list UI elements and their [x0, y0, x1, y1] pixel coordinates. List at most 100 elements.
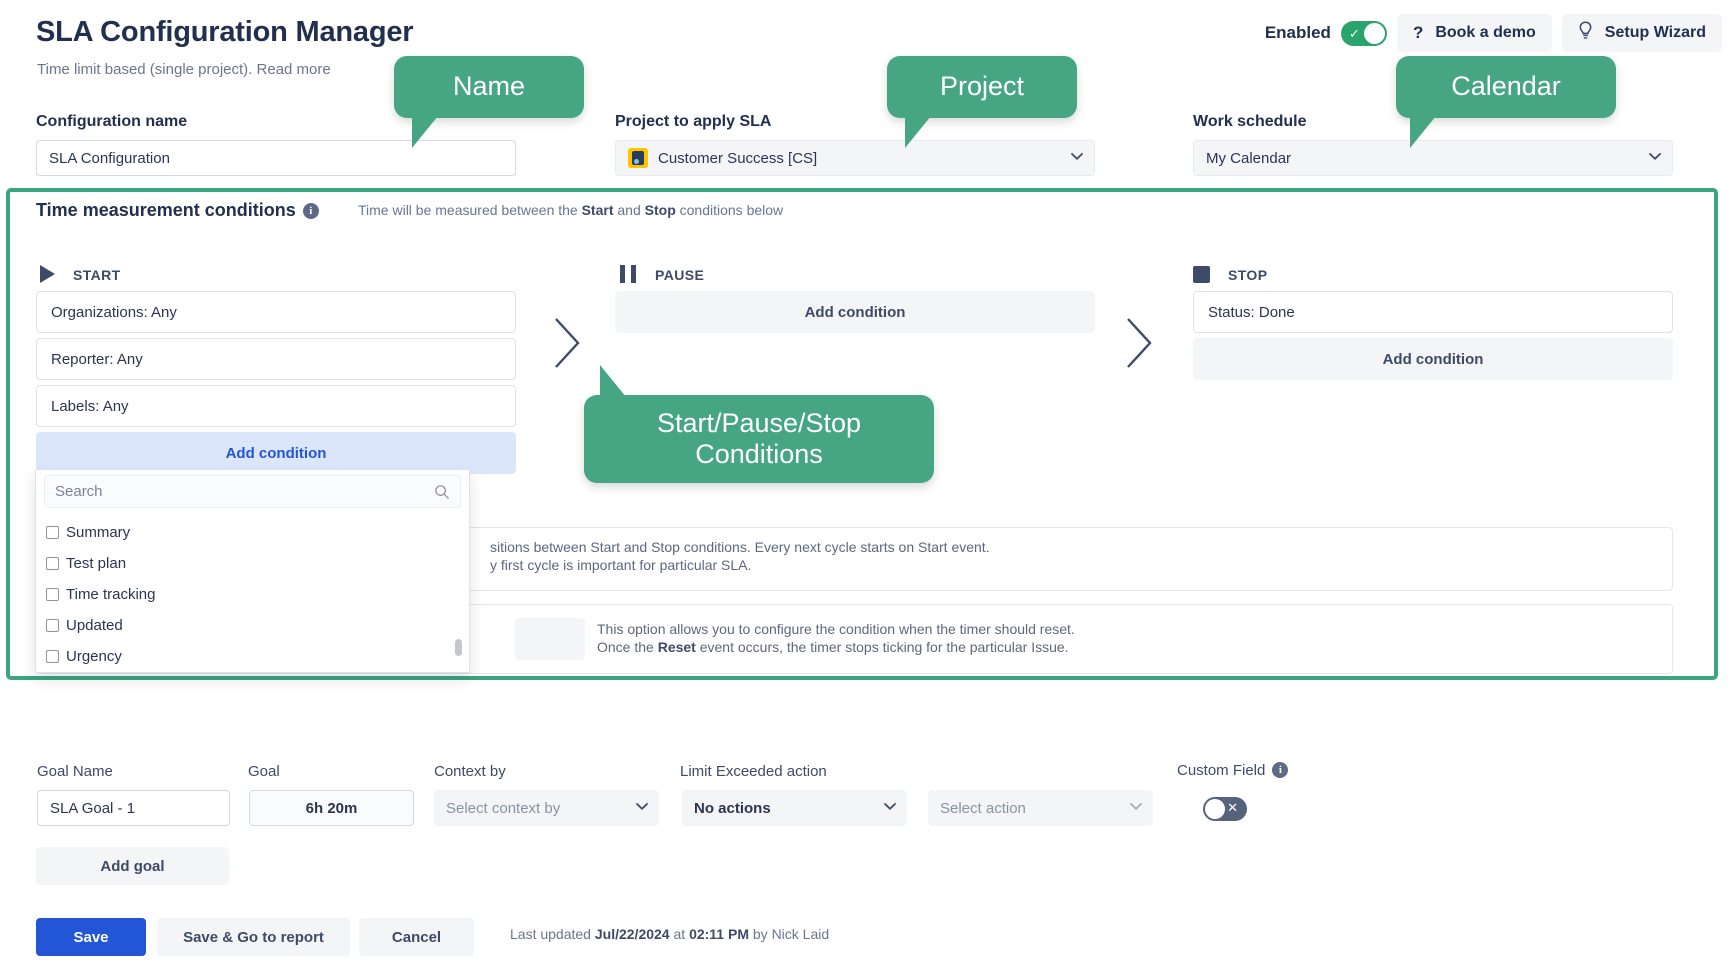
stop-condition-label: Status: Done — [1208, 303, 1295, 321]
last-updated-date: Jul/22/2024 — [594, 926, 670, 942]
work-schedule-label: Work schedule — [1193, 113, 1307, 130]
last-updated-by: by Nick Laid — [749, 926, 830, 942]
start-condition-label: Reporter: Any — [51, 350, 143, 368]
save-button[interactable]: Save — [36, 918, 146, 956]
pause-add-condition-button[interactable]: Add condition — [615, 291, 1095, 333]
configuration-name-input[interactable]: SLA Configuration — [36, 140, 516, 176]
chevron-down-icon — [1130, 803, 1142, 814]
info-icon[interactable]: i — [302, 203, 319, 219]
checkbox-icon[interactable] — [46, 588, 59, 601]
condition-search-placeholder: Search — [55, 483, 103, 500]
project-avatar-icon — [628, 148, 648, 168]
last-updated-prefix: Last updated — [510, 926, 595, 942]
dropdown-option[interactable]: Test plan — [36, 548, 469, 579]
stop-add-condition-button[interactable]: Add condition — [1193, 338, 1673, 380]
callout-tail — [905, 116, 931, 148]
start-condition-label: Labels: Any — [51, 397, 129, 415]
callout-conditions-line-2: Conditions — [695, 439, 823, 469]
hint-start: Start — [581, 202, 614, 218]
page-subtitle-text[interactable]: Time limit based (single project). Read … — [37, 61, 331, 78]
action-value: Select action — [940, 799, 1026, 817]
checkbox-icon[interactable] — [46, 650, 59, 663]
start-condition-label: Organizations: Any — [51, 303, 177, 321]
close-icon: ✕ — [1227, 800, 1238, 815]
info-icon[interactable]: i — [1272, 762, 1289, 778]
cancel-button[interactable]: Cancel — [359, 918, 474, 956]
dropdown-scrollbar[interactable] — [455, 639, 462, 656]
condition-dropdown: Search Summary Test plan Time tracking U… — [35, 470, 470, 673]
limit-exceeded-select[interactable]: No actions — [682, 790, 907, 826]
callout-project-label: Project — [939, 71, 1025, 102]
stop-condition-row[interactable]: Status: Done — [1193, 291, 1673, 333]
chevron-down-icon — [884, 803, 896, 814]
limit-exceeded-column-label: Limit Exceeded action — [680, 763, 827, 780]
checkbox-icon[interactable] — [46, 557, 59, 570]
chevron-right-separator-icon — [1122, 315, 1156, 371]
dropdown-option[interactable]: Time tracking — [36, 579, 469, 610]
dropdown-option-label: Summary — [66, 524, 131, 541]
pause-icon — [620, 265, 637, 283]
add-goal-button[interactable]: Add goal — [36, 847, 229, 885]
dropdown-option[interactable]: Workaround — [36, 672, 469, 673]
time-measurement-hint: Time will be measured between the Start … — [358, 202, 783, 218]
lightbulb-icon — [1578, 21, 1593, 45]
project-label: Project to apply SLA — [615, 113, 772, 130]
callout-calendar-label: Calendar — [1451, 71, 1561, 102]
start-condition-row[interactable]: Organizations: Any — [36, 291, 516, 333]
last-updated-mid: at — [669, 926, 690, 942]
question-mark-icon: ? — [1412, 23, 1424, 42]
project-select[interactable]: Customer Success [CS] — [615, 140, 1095, 176]
header-actions: Enabled ✓ ? Book a demo Setup Wizard — [1265, 14, 1722, 52]
setup-wizard-button[interactable]: Setup Wizard — [1561, 14, 1722, 52]
dropdown-option-label: Updated — [66, 617, 123, 634]
dropdown-option[interactable]: Urgency — [36, 641, 469, 672]
search-icon — [434, 484, 450, 504]
callout-calendar: Calendar — [1396, 56, 1616, 148]
book-a-demo-button[interactable]: ? Book a demo — [1396, 14, 1552, 52]
chevron-down-icon — [1071, 153, 1083, 164]
hint-stop: Stop — [644, 202, 676, 218]
reset-info-line-2-b: event occurs, the timer stops ticking fo… — [695, 638, 1069, 655]
callout-conditions: Start/Pause/Stop Conditions — [584, 365, 934, 483]
goal-name-input[interactable]: SLA Goal - 1 — [37, 790, 230, 826]
time-measurement-title-text: Time measurement conditions — [36, 200, 296, 220]
dropdown-option-label: Time tracking — [66, 586, 156, 603]
action-select[interactable]: Select action — [928, 790, 1153, 826]
enabled-toggle[interactable]: ✓ — [1340, 20, 1387, 46]
checkbox-icon[interactable] — [46, 619, 59, 632]
reset-info-line-1: This option allows you to configure the … — [597, 621, 1075, 637]
condition-search-input[interactable]: Search — [44, 475, 461, 508]
callout-name: Name — [394, 56, 584, 148]
hint-part-2: and — [613, 202, 645, 218]
custom-field-column-label: Custom Field i — [1177, 762, 1289, 779]
context-by-value: Select context by — [446, 799, 561, 817]
stop-column-heading: STOP — [1228, 267, 1268, 283]
callout-tail — [1410, 116, 1436, 148]
custom-field-toggle[interactable]: ✕ — [1203, 797, 1247, 821]
context-by-select[interactable]: Select context by — [434, 790, 659, 826]
goal-duration-input[interactable]: 6h 20m — [249, 790, 414, 826]
checkbox-icon[interactable] — [46, 526, 59, 539]
cycles-info-line-2: y first cycle is important for particula… — [490, 556, 752, 573]
start-condition-row[interactable]: Labels: Any — [36, 385, 516, 427]
reset-info-line-2: Once the Reset event occurs, the timer s… — [597, 639, 1647, 657]
callout-tail — [412, 116, 438, 148]
dropdown-option[interactable]: Summary — [36, 517, 469, 548]
dropdown-option-label: Urgency — [66, 648, 122, 665]
reset-info-bold: Reset — [657, 638, 696, 655]
dropdown-option-label: Test plan — [66, 555, 127, 572]
cycles-info-text: sitions between Start and Stop condition… — [490, 539, 1640, 575]
toggle-knob — [1363, 22, 1385, 44]
check-icon: ✓ — [1348, 25, 1360, 41]
start-condition-row[interactable]: Reporter: Any — [36, 338, 516, 380]
configuration-name-label: Configuration name — [36, 113, 188, 130]
start-add-condition-button[interactable]: Add condition — [36, 432, 516, 474]
reset-condition-placeholder[interactable] — [515, 618, 585, 660]
callout-conditions-line-1: Start/Pause/Stop — [656, 407, 862, 438]
reset-info-line-2-a: Once the — [597, 638, 658, 655]
custom-field-label-text: Custom Field — [1177, 762, 1266, 779]
setup-wizard-label: Setup Wizard — [1604, 24, 1706, 41]
callout-tail — [600, 365, 626, 397]
dropdown-option[interactable]: Updated — [36, 610, 469, 641]
save-and-go-to-report-button[interactable]: Save & Go to report — [157, 918, 350, 956]
